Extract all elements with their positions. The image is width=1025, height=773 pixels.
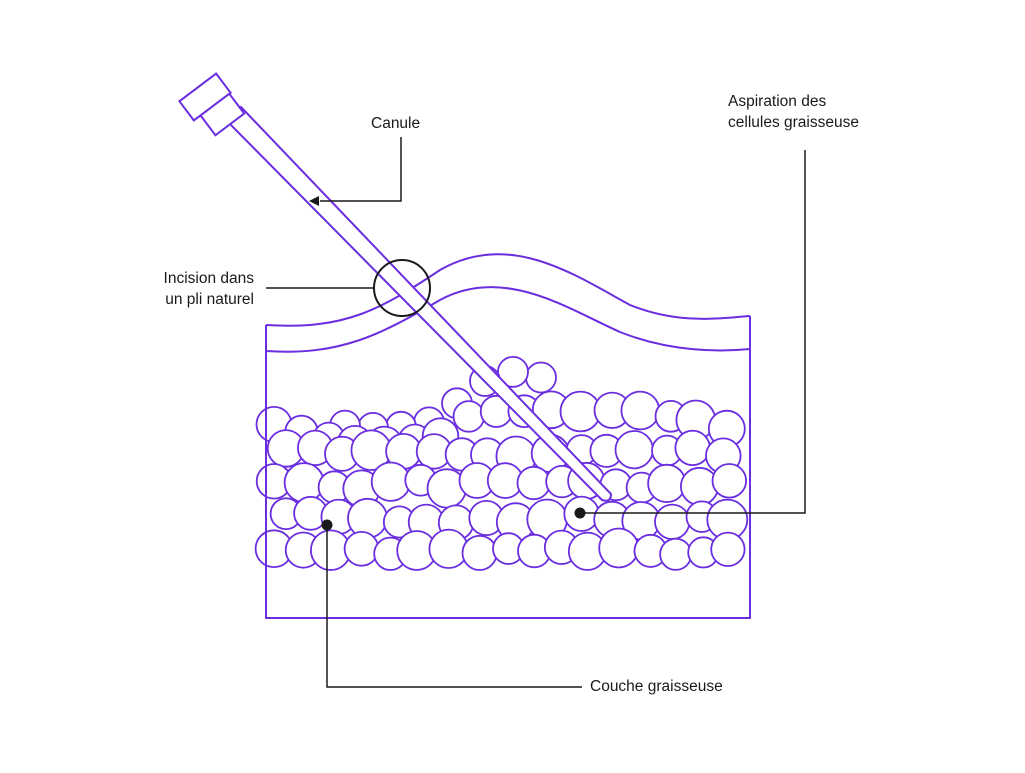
fat-cell	[347, 497, 388, 539]
fat-cell	[710, 531, 746, 567]
label-aspiration-line-2: cellules graisseuse	[728, 114, 859, 131]
fat-cell	[283, 462, 325, 504]
cannula-tube	[223, 105, 613, 502]
label-incision: Incision dans un pli naturel	[143, 268, 254, 310]
dot-aspiration	[574, 507, 586, 519]
annotations	[266, 137, 806, 688]
cannula	[178, 72, 613, 502]
fat-cell	[525, 361, 557, 394]
fat-cell	[654, 503, 691, 540]
fat-cell	[452, 400, 486, 433]
fat-cell	[461, 534, 498, 571]
label-canule: Canule	[371, 115, 421, 132]
skin-inner-surface	[265, 286, 751, 353]
fat-cell	[711, 463, 747, 499]
fat-cell	[620, 390, 661, 431]
skin-outer-surface	[265, 253, 751, 327]
tissue-block-outline	[265, 316, 751, 619]
dot-couche	[321, 519, 333, 531]
label-incision-line-1: Incision dans	[163, 270, 254, 287]
label-incision-line-2: un pli naturel	[165, 291, 254, 308]
arrowhead-canule-icon	[309, 196, 319, 206]
fat-cell	[343, 530, 380, 567]
fat-cell	[614, 430, 654, 470]
label-couche: Couche graisseuse	[590, 678, 723, 695]
fat-cell	[516, 465, 551, 501]
label-aspiration: Aspiration des cellules graisseuse	[728, 91, 859, 133]
fat-cell	[659, 537, 693, 571]
leader-couche	[326, 525, 582, 688]
label-aspiration-line-1: Aspiration des	[728, 93, 827, 110]
leader-canule	[320, 137, 402, 202]
leader-aspiration	[580, 150, 806, 514]
fat-cell	[370, 461, 411, 502]
fat-cell	[647, 463, 687, 503]
fat-cell	[428, 528, 469, 569]
skin-layers	[265, 253, 751, 619]
fat-cell	[598, 527, 640, 569]
fat-cell	[674, 429, 711, 466]
cannula-handle	[178, 72, 232, 122]
fat-cells-layer	[254, 355, 749, 571]
